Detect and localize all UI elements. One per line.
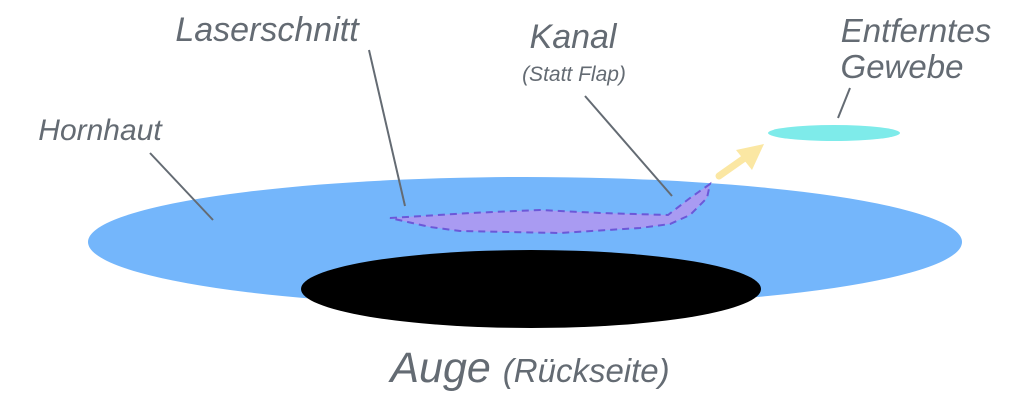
removed-tissue-leader-line [837, 87, 851, 119]
lenticule-cut-shape [389, 181, 712, 235]
laser-cut-label: Laserschnitt [175, 11, 360, 49]
cornea-label: Hornhaut [38, 114, 163, 147]
eye-label: Auge (Rückseite) [387, 344, 669, 392]
eye-back-shape [301, 250, 761, 328]
channel-label: Kanal [530, 18, 618, 56]
eye-label-note: (Rückseite) [503, 352, 670, 389]
extraction-arrow-shaft [715, 153, 750, 180]
cornea-leader-line [149, 152, 214, 221]
channel-leader-line [584, 95, 673, 197]
eye-label-main: Auge [387, 344, 490, 392]
removed-tissue-label-line1: Entferntes [841, 12, 991, 49]
channel-note-label: (Statt Flap) [522, 63, 626, 86]
laser-cut-leader-line [368, 49, 406, 207]
removed-tissue-shape [768, 125, 900, 141]
removed-tissue-label-line2: Gewebe [841, 48, 964, 85]
extraction-arrow-head [736, 144, 764, 170]
